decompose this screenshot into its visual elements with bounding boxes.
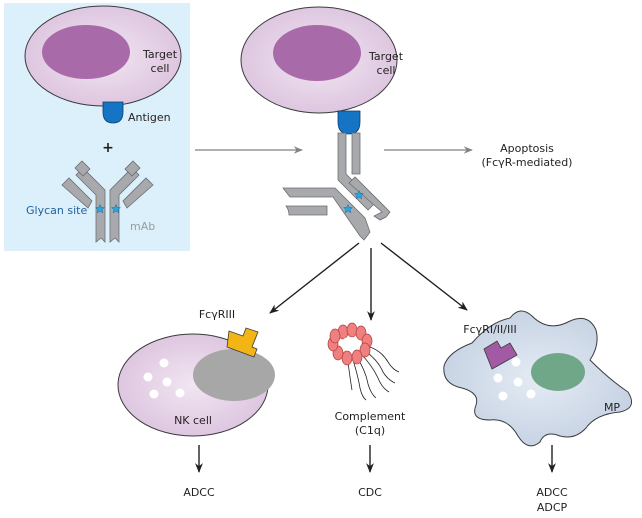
nk-cell-label: NK cell (174, 414, 212, 427)
outcome-mp-adcp: ADCP (537, 501, 568, 514)
fcgr123-label: FcγRI/II/III (463, 323, 516, 336)
nk-nucleus (193, 349, 275, 401)
granule (513, 377, 523, 387)
granule (159, 358, 169, 368)
bound-antibody-icon (282, 132, 391, 241)
mab-label: mAb (130, 220, 155, 233)
target-cell-label-line1: Target (142, 48, 178, 61)
fcgr3-receptor-icon (226, 327, 259, 358)
complement-c1q-icon (327, 322, 400, 401)
mp-label: MP (604, 401, 620, 414)
nucleus (42, 25, 130, 79)
plus-sign: + (102, 140, 114, 156)
arrow-to-macrophage (380, 242, 468, 311)
target-cell-label-line2: cell (151, 62, 170, 75)
target-cell-left (24, 5, 182, 107)
granule (149, 389, 159, 399)
nucleus (273, 25, 361, 81)
arrow-to-nk-cell (269, 242, 360, 314)
granule (493, 373, 503, 383)
apoptosis-label-line1: Apoptosis (500, 142, 554, 155)
outcome-adcc: ADCC (183, 486, 215, 499)
target-cell-label-line2: cell (377, 64, 396, 77)
granule (511, 357, 521, 367)
outcome-mp-adcc: ADCC (536, 486, 568, 499)
antigen-icon (337, 110, 361, 135)
complement-label-line1: Complement (335, 410, 406, 423)
granule (526, 389, 536, 399)
complement-label-line2: (C1q) (355, 424, 385, 437)
mp-nucleus (531, 353, 585, 391)
fcgr3-label: FcγRIII (199, 308, 235, 321)
antigen-icon (102, 101, 124, 124)
fcgr123-receptor-icon (483, 340, 518, 370)
granule (143, 372, 153, 382)
glycan-site-label: Glycan site (26, 204, 87, 217)
granule (162, 377, 172, 387)
target-cell-label-line1: Target (368, 50, 404, 63)
mab-icon (61, 160, 154, 243)
granule (175, 388, 185, 398)
granule (498, 391, 508, 401)
outcome-cdc: CDC (358, 486, 382, 499)
antigen-label: Antigen (128, 111, 171, 124)
target-cell-center (240, 6, 398, 114)
nk-cell (117, 333, 275, 437)
apoptosis-label-line2: (FcγR-mediated) (482, 156, 573, 169)
